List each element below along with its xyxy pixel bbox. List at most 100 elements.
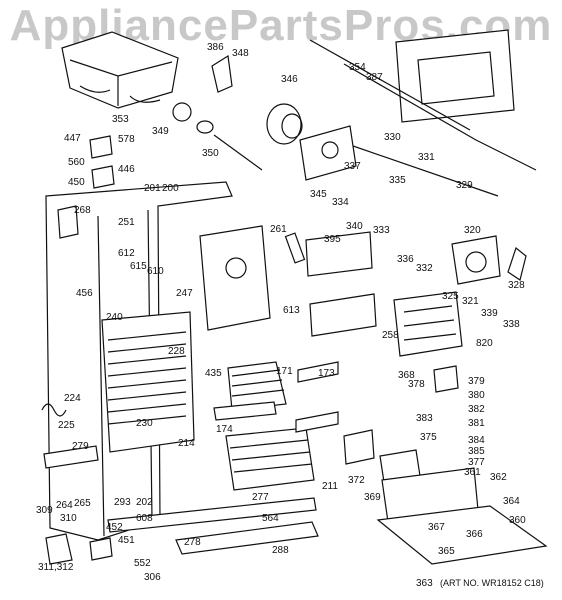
callout-328: 328 [508,280,525,291]
callout-240: 240 [106,312,123,323]
callout-332: 332 [416,263,433,274]
callout-363: 363 [416,578,433,589]
callout-311-312: 311,312 [38,562,74,573]
callout-293: 293 [114,497,131,508]
callout-279: 279 [72,441,89,452]
callout-333: 333 [373,225,390,236]
callout-349: 349 [152,126,169,137]
callout-378: 378 [408,379,425,390]
callout-372: 372 [348,475,365,486]
callout-278: 278 [184,537,201,548]
cabinet-drawing [45,181,233,541]
callout-379: 379 [468,376,485,387]
callout-258: 258 [382,330,399,341]
callout-202: 202 [136,497,153,508]
callout-380: 380 [468,390,485,401]
icemaker-drawing [393,235,501,357]
callout-306: 306 [144,572,161,583]
callout-348: 348 [232,48,249,59]
callout-277: 277 [252,492,269,503]
callout-369: 369 [364,492,381,503]
callout-247: 247 [176,288,193,299]
callout-330: 330 [384,132,401,143]
callout-201: 201 [144,183,161,194]
callout-325: 325 [442,291,459,302]
callout-361: 361 [464,467,481,478]
callout-268: 268 [74,205,91,216]
shelves-drawing [213,361,339,491]
callout-335: 335 [389,175,406,186]
callout-377: 377 [468,457,485,468]
callout-345: 345 [310,189,327,200]
callout-338: 338 [503,319,520,330]
callout-354: 354 [349,62,366,73]
callout-384: 384 [468,435,485,446]
callout-174: 174 [216,424,233,435]
callout-334: 334 [332,197,349,208]
auger-motor-drawing [172,54,303,171]
callout-309: 309 [36,505,53,516]
dispenser-frame-drawing [309,29,537,197]
control-housing-drawing [199,125,357,331]
callout-251: 251 [118,217,135,228]
callout-331: 331 [418,152,435,163]
callout-360: 360 [509,515,526,526]
callout-387: 387 [366,72,383,83]
callout-435: 435 [205,368,222,379]
callout-560: 560 [68,157,85,168]
callout-265: 265 [74,498,91,509]
callout-578: 578 [118,134,135,145]
callout-329: 329 [456,180,473,191]
callout-321: 321 [462,296,479,307]
callout-366: 366 [466,529,483,540]
callout-261: 261 [270,224,287,235]
callout-381: 381 [468,418,485,429]
ice-bucket-drawing [61,31,179,109]
callout-200: 200 [162,183,179,194]
callout-337: 337 [344,161,361,172]
callout-288: 288 [272,545,289,556]
callout-820: 820 [476,338,493,349]
callout-310: 310 [60,513,77,524]
callout-224: 224 [64,393,81,404]
callout-230: 230 [136,418,153,429]
callout-365: 365 [438,546,455,557]
callout-173: 173 [318,368,335,379]
callout-350: 350 [202,148,219,159]
callout-451: 451 [118,535,135,546]
callout-228: 228 [168,346,185,357]
callout-386: 386 [207,42,224,53]
callout-364: 364 [503,496,520,507]
bottom-rails-drawing [43,445,319,565]
small-fittings-drawing [41,135,527,561]
callout-368: 368 [398,370,415,381]
callout-353: 353 [112,114,129,125]
callout-456: 456 [76,288,93,299]
callout-452: 452 [106,522,123,533]
art-number: (ART NO. WR18152 C18) [440,578,544,588]
callout-346: 346 [281,74,298,85]
callout-362: 362 [490,472,507,483]
callout-610: 610 [147,266,164,277]
callout-564: 564 [262,513,279,524]
callout-367: 367 [428,522,445,533]
callout-613: 613 [283,305,300,316]
callout-320: 320 [464,225,481,236]
callout-211: 211 [322,481,338,492]
callout-447: 447 [64,133,81,144]
callout-383: 383 [416,413,433,424]
callout-395: 395 [324,234,341,245]
callout-336: 336 [397,254,414,265]
callout-552: 552 [134,558,151,569]
callout-340: 340 [346,221,363,232]
callout-382: 382 [468,404,485,415]
callout-446: 446 [118,164,135,175]
callout-608: 608 [136,513,153,524]
callout-171: 171 [276,366,293,377]
callout-450: 450 [68,177,85,188]
callout-225: 225 [58,420,75,431]
callout-375: 375 [420,432,437,443]
callout-612: 612 [118,248,135,259]
callout-615: 615 [130,261,147,272]
callout-214: 214 [178,438,195,449]
